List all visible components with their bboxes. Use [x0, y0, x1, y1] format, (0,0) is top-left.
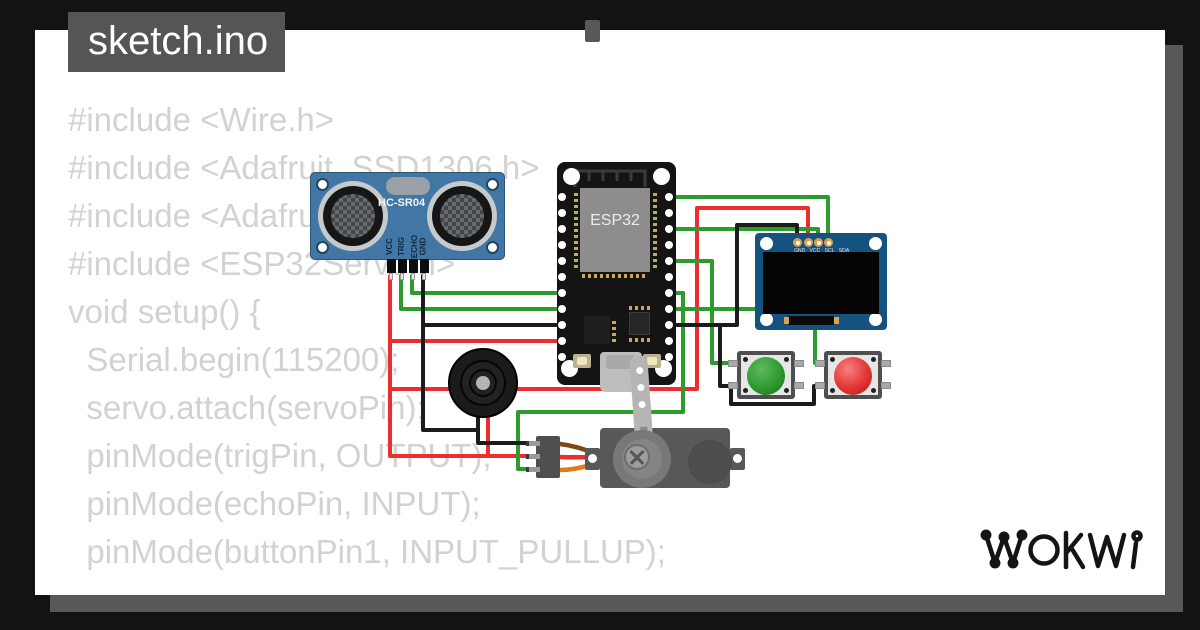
pin-label-vcc: VCC — [384, 238, 394, 255]
button-leg — [815, 382, 825, 389]
ultrasonic-transmitter — [318, 181, 388, 251]
esp32-chip: ESP32 — [580, 188, 650, 272]
mounting-hole — [486, 241, 499, 254]
corner-screw — [784, 388, 789, 393]
pin-stub — [422, 273, 426, 280]
connector-pin — [526, 441, 540, 446]
filename-tab: sketch.ino — [68, 12, 285, 72]
green-button-cap[interactable] — [747, 357, 785, 395]
sensor-label: HC-SR04 — [378, 197, 426, 209]
en-button[interactable] — [573, 354, 591, 368]
button-leg — [881, 360, 891, 367]
mounting-hole — [563, 168, 580, 185]
button-leg — [728, 360, 738, 367]
gnd-pad — [793, 238, 802, 247]
code-line: pinMode(buttonPin1, INPUT_PULLUP); — [68, 533, 666, 570]
code-line: Serial.begin(115200); — [68, 341, 400, 378]
mounting-hole — [869, 237, 882, 250]
code-line: servo.attach(servoPin); — [68, 389, 426, 426]
mounting-hole — [760, 237, 773, 250]
mounting-hole — [316, 178, 329, 191]
oled-screen — [763, 252, 879, 314]
piezo-buzzer[interactable] — [448, 348, 518, 418]
header-pin — [420, 259, 429, 273]
header-pin — [409, 259, 418, 273]
connector-pin — [526, 454, 540, 459]
flex-pad — [784, 317, 789, 324]
code-line: #include <Wire.h> — [68, 101, 334, 138]
button-leg — [881, 382, 891, 389]
right-pin-header — [665, 193, 673, 361]
sda-pad — [824, 238, 833, 247]
flex-pad — [834, 317, 839, 324]
code-line: pinMode(echoPin, INPUT); — [68, 485, 481, 522]
servo-screw-icon — [624, 444, 650, 470]
crystal-oscillator — [386, 177, 430, 195]
red-pushbutton[interactable] — [824, 351, 882, 399]
regulator-legs — [612, 318, 616, 342]
qfn-pads — [629, 338, 650, 342]
code-line: #include <Adafruit_SSD1306.h> — [68, 149, 540, 186]
ultrasonic-receiver — [427, 181, 497, 251]
mounting-hole — [760, 313, 773, 326]
servo-mount-ear — [585, 20, 600, 42]
corner-screw — [830, 388, 835, 393]
button-leg — [794, 360, 804, 367]
antenna-icon — [573, 169, 647, 187]
chip-pads — [574, 192, 578, 268]
green-pushbutton[interactable] — [737, 351, 795, 399]
corner-screw — [871, 357, 876, 362]
chip-pads — [582, 274, 648, 278]
hc-sr04-sensor[interactable]: HC-SR04 VCC TRIG ECHO GND — [310, 172, 505, 280]
servo-connector[interactable] — [526, 436, 560, 478]
corner-screw — [743, 388, 748, 393]
usb-uart-chip — [629, 312, 650, 335]
code-line: void setup() { — [68, 293, 261, 330]
esp32-devkit-board[interactable]: ESP32 — [557, 162, 676, 392]
qfn-pads — [629, 306, 650, 310]
flex-connector — [788, 316, 834, 325]
corner-screw — [830, 357, 835, 362]
header-pin — [398, 259, 407, 273]
pin-label-gnd: GND — [418, 237, 428, 256]
connector-pin — [526, 467, 540, 472]
buzzer-center — [476, 376, 490, 390]
header-pin — [387, 259, 396, 273]
mounting-hole — [653, 168, 670, 185]
servo-mount-ear — [585, 448, 600, 470]
pin-label-trig: TRIG — [397, 236, 407, 257]
mounting-hole — [869, 313, 882, 326]
pin-stub — [389, 273, 393, 280]
servo-mount-ear — [730, 448, 745, 470]
servo-gear-housing — [688, 440, 732, 484]
mounting-hole — [486, 178, 499, 191]
button-leg — [794, 382, 804, 389]
voltage-regulator — [584, 316, 610, 344]
wokwi-logo — [980, 529, 1143, 570]
scl-pad — [814, 238, 823, 247]
left-pin-header — [558, 193, 566, 361]
mounting-hole — [316, 241, 329, 254]
corner-screw — [871, 388, 876, 393]
vcc-pad — [804, 238, 813, 247]
code-line: pinMode(trigPin, OUTPUT); — [68, 437, 492, 474]
pin-stub — [411, 273, 415, 280]
corner-screw — [743, 357, 748, 362]
red-button-cap[interactable] — [834, 357, 872, 395]
button-leg — [728, 382, 738, 389]
button-leg — [815, 360, 825, 367]
chip-pads — [653, 192, 657, 268]
corner-screw — [784, 357, 789, 362]
pin-stub — [400, 273, 404, 280]
